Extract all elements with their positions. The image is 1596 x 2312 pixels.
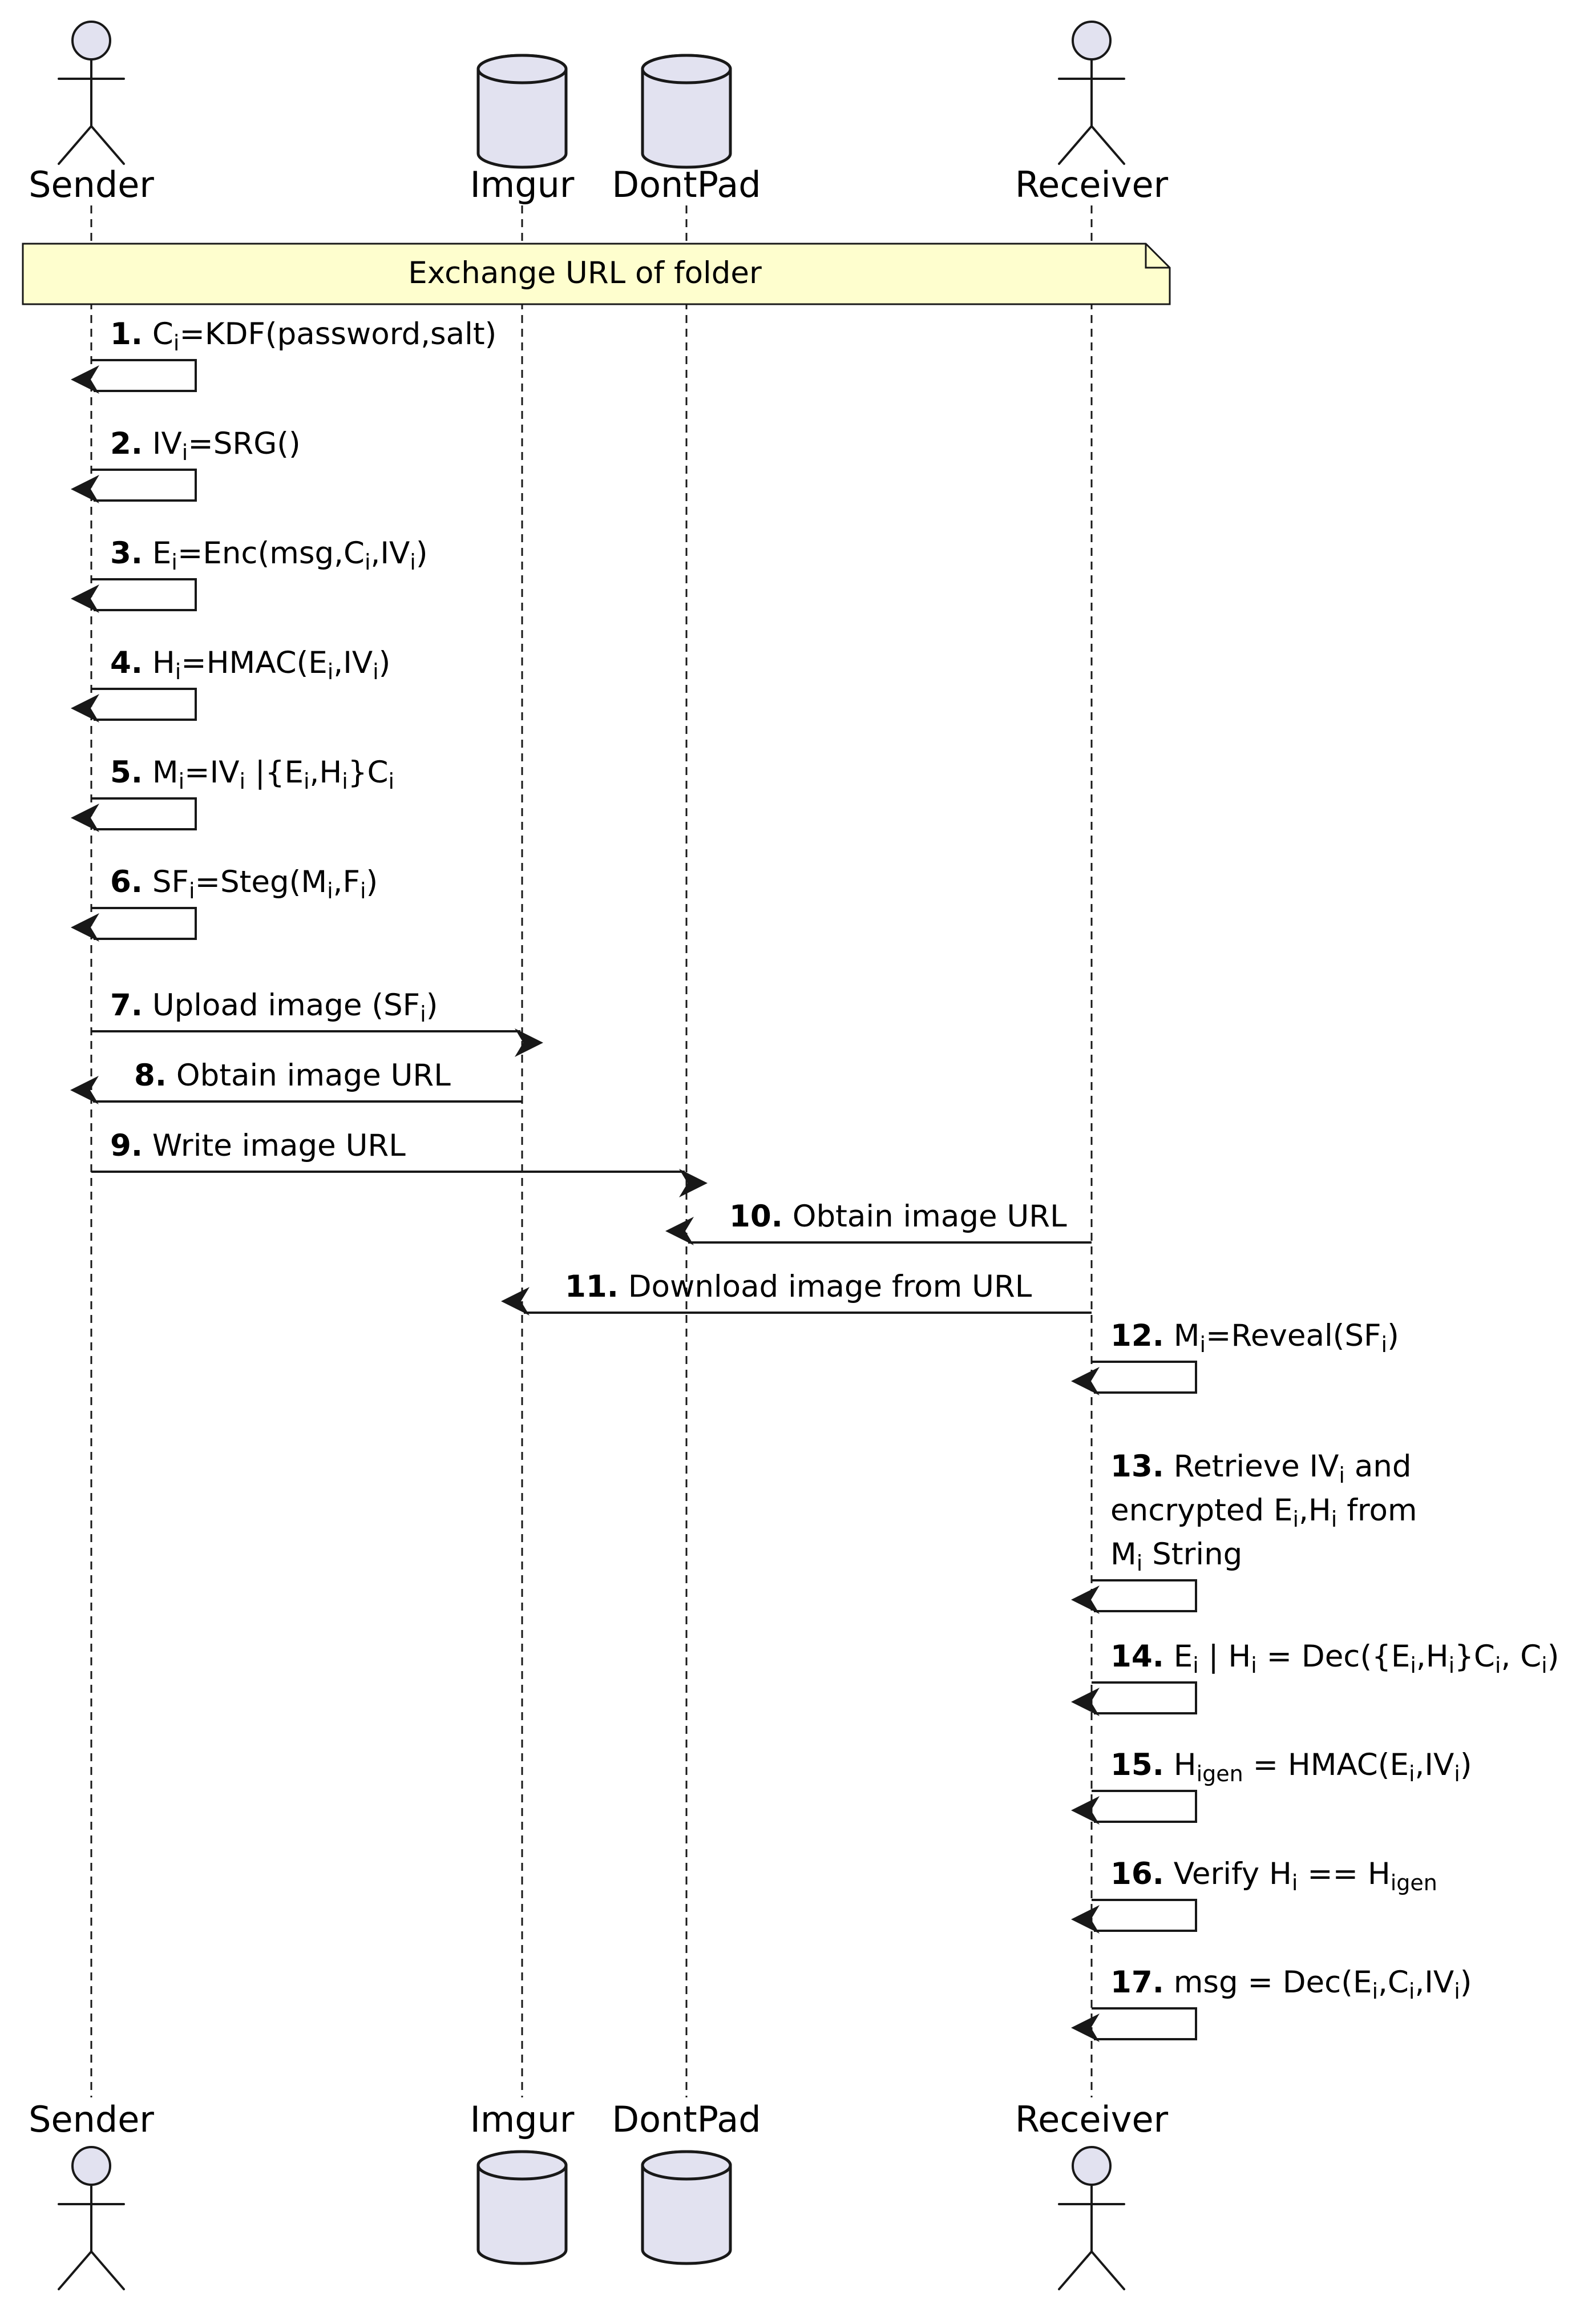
note-layer: Exchange URL of folder	[22, 243, 1171, 305]
message-2: 2. IVi=SRG()	[71, 426, 301, 503]
participants-top: Sender Imgur DontPad Receiver	[29, 21, 1169, 205]
participant-sender-bottom: Sender	[29, 2099, 154, 2290]
database-icon	[641, 54, 732, 169]
message-label: 9. Write image URL	[110, 1128, 406, 1163]
message-4: 4. Hi=HMAC(Ei,IVi)	[71, 645, 390, 723]
message-label: 8. Obtain image URL	[134, 1058, 451, 1093]
note: Exchange URL of folder	[22, 243, 1171, 305]
message-number: 14.	[1110, 1639, 1164, 1674]
message-number: 4.	[110, 645, 143, 680]
message-8: 8. Obtain image URL	[70, 1058, 522, 1104]
message-number: 12.	[1110, 1318, 1164, 1353]
message-number: 11.	[565, 1269, 619, 1304]
message-7: 7. Upload image (SFi)	[91, 988, 543, 1057]
message-number: 5.	[110, 755, 143, 790]
message-number: 3.	[110, 536, 143, 571]
self-arrow	[71, 797, 197, 832]
message-5: 5. Mi=IVi |{Ei,Hi}Ci	[71, 755, 394, 832]
message-9: 9. Write image URL	[91, 1128, 708, 1197]
message-label: 11. Download image from URL	[565, 1269, 1032, 1304]
self-arrow	[1071, 1579, 1197, 1614]
actor-icon	[1058, 2146, 1125, 2290]
message-label-line: encrypted Ei,Hi from	[1110, 1493, 1417, 1532]
participant-name: Receiver	[1015, 2099, 1169, 2140]
participant-imgur-top: Imgur	[470, 54, 575, 205]
message-number: 7.	[110, 988, 143, 1023]
message-number: 10.	[729, 1199, 783, 1234]
message-label: 3. Ei=Enc(msg,Ci,IVi)	[110, 536, 428, 575]
self-arrow	[1071, 2007, 1197, 2042]
message-6: 6. SFi=Steg(Mi,Fi)	[71, 865, 378, 942]
message-17: 17. msg = Dec(Ei,Ci,IVi)	[1071, 1965, 1472, 2042]
participant-imgur-bottom: Imgur	[470, 2099, 575, 2265]
self-arrow	[71, 578, 197, 613]
database-icon	[476, 2150, 568, 2265]
message-number: 13.	[1110, 1449, 1164, 1484]
message-number: 6.	[110, 865, 143, 899]
participant-name: Receiver	[1015, 164, 1169, 205]
message-label-line: Mi String	[1110, 1537, 1242, 1576]
message-number: 16.	[1110, 1857, 1164, 1891]
participant-dontpad-top: DontPad	[612, 54, 761, 205]
message-label: 15. Higen = HMAC(Ei,IVi)	[1110, 1748, 1472, 1786]
message-label: 2. IVi=SRG()	[110, 426, 301, 465]
participant-name: Imgur	[470, 2099, 575, 2140]
message-number: 1.	[110, 317, 143, 352]
participant-name: Sender	[29, 164, 154, 205]
self-arrow	[71, 907, 197, 942]
message-label: 4. Hi=HMAC(Ei,IVi)	[110, 645, 390, 684]
self-arrow	[1071, 1681, 1197, 1716]
self-arrow	[71, 359, 197, 394]
self-arrow	[1071, 1361, 1197, 1395]
participant-name: Sender	[29, 2099, 154, 2140]
message-16: 16. Verify Hi == Higen	[1071, 1857, 1437, 1934]
database-icon	[476, 54, 568, 169]
message-label: 17. msg = Dec(Ei,Ci,IVi)	[1110, 1965, 1472, 2004]
message-number: 2.	[110, 426, 143, 461]
participant-receiver-bottom: Receiver	[1015, 2099, 1169, 2290]
self-arrow	[1071, 1899, 1197, 1934]
message-13: 13. Retrieve IVi and encrypted Ei,Hi from…	[1071, 1449, 1417, 1614]
message-label: 1. Ci=KDF(password,salt)	[110, 317, 496, 356]
participant-dontpad-bottom: DontPad	[612, 2099, 761, 2265]
message-number: 17.	[1110, 1965, 1164, 2000]
self-arrow	[71, 469, 197, 503]
message-label: 12. Mi=Reveal(SFi)	[1110, 1318, 1399, 1357]
message-14: 14. Ei | Hi = Dec({Ei,Hi}Ci, Ci)	[1071, 1639, 1559, 1716]
message-label: 14. Ei | Hi = Dec({Ei,Hi}Ci, Ci)	[1110, 1639, 1559, 1678]
message-number: 9.	[110, 1128, 143, 1163]
message-label: 10. Obtain image URL	[729, 1199, 1067, 1234]
actor-icon	[1058, 21, 1125, 165]
message-12: 12. Mi=Reveal(SFi)	[1071, 1318, 1399, 1395]
self-arrow	[1071, 1790, 1197, 1825]
message-label: 13. Retrieve IVi and	[1110, 1449, 1412, 1488]
self-arrow	[71, 688, 197, 723]
note-text: Exchange URL of folder	[408, 256, 762, 290]
database-icon	[641, 2150, 732, 2265]
participants-bottom: Sender Imgur DontPad Receiver	[29, 2099, 1169, 2290]
message-number: 8.	[134, 1058, 167, 1093]
participant-name: DontPad	[612, 164, 761, 205]
message-3: 3. Ei=Enc(msg,Ci,IVi)	[71, 536, 428, 613]
participant-receiver-top: Receiver	[1015, 21, 1169, 205]
actor-icon	[58, 2146, 125, 2290]
message-label: 5. Mi=IVi |{Ei,Hi}Ci	[110, 755, 394, 794]
message-label: 16. Verify Hi == Higen	[1110, 1857, 1437, 1895]
message-label: 7. Upload image (SFi)	[110, 988, 438, 1027]
actor-icon	[58, 21, 125, 165]
messages: 1. Ci=KDF(password,salt) 2. IVi=SRG() 3. E…	[70, 317, 1559, 2042]
participant-name: DontPad	[612, 2099, 761, 2140]
message-number: 15.	[1110, 1748, 1164, 1782]
message-1: 1. Ci=KDF(password,salt)	[71, 317, 496, 394]
message-label: 6. SFi=Steg(Mi,Fi)	[110, 865, 378, 903]
message-11: 11. Download image from URL	[501, 1269, 1092, 1316]
message-10: 10. Obtain image URL	[665, 1199, 1092, 1245]
lifelines	[90, 205, 1093, 2097]
participant-name: Imgur	[470, 164, 575, 205]
message-15: 15. Higen = HMAC(Ei,IVi)	[1071, 1748, 1472, 1825]
participant-sender-top: Sender	[29, 21, 154, 205]
